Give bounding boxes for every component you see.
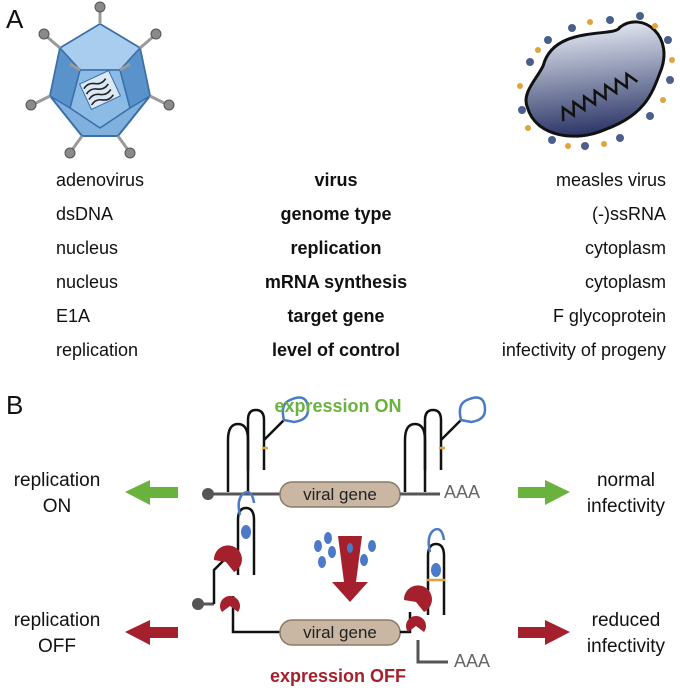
arrow-left-red xyxy=(125,620,178,645)
row-genome-left: dsDNA xyxy=(56,204,114,224)
row-genome-right: (-)ssRNA xyxy=(592,204,666,224)
row-mrna-left: nucleus xyxy=(56,272,119,292)
adenovirus-icon xyxy=(25,1,175,159)
row-replication-right: cytoplasm xyxy=(584,238,666,258)
normal-infectivity-label: normal infectivity xyxy=(572,468,680,520)
row-mrna-center: mRNA synthesis xyxy=(264,272,408,292)
replication-off-line1: replication xyxy=(13,610,101,631)
row-replication-center: replication xyxy=(290,238,382,258)
row-replication-left: nucleus xyxy=(56,238,119,258)
row-control-right: infectivity of progeny xyxy=(501,340,666,360)
row-control-center: level of control xyxy=(271,340,401,360)
reduced-infectivity-line1: reduced xyxy=(591,610,661,631)
row-target-center: target gene xyxy=(287,306,385,326)
riboswitch-icon xyxy=(226,396,310,492)
row-mrna-right: cytoplasm xyxy=(584,272,666,292)
expression-on-title: expression ON xyxy=(274,396,402,416)
replication-on-label: replication ON xyxy=(2,468,112,520)
polya-tail-on: AAA xyxy=(444,482,481,502)
panel-b-letter: B xyxy=(6,390,24,420)
reduced-infectivity-label: reduced infectivity xyxy=(572,608,680,660)
expression-off-title: expression OFF xyxy=(269,666,407,686)
arrow-right-green xyxy=(518,480,570,505)
reduced-infectivity-line2: infectivity xyxy=(586,636,666,657)
row-genome-center: genome type xyxy=(280,204,392,224)
off-construct xyxy=(192,490,448,664)
row-virus-right: measles virus xyxy=(555,170,666,190)
replication-on-line1: replication xyxy=(13,470,101,491)
row-virus-center: virus xyxy=(314,170,358,190)
replication-off-line2: OFF xyxy=(38,636,76,657)
replication-on-line2: ON xyxy=(42,496,72,517)
replication-off-label: replication OFF xyxy=(2,608,112,660)
normal-infectivity-line1: normal xyxy=(596,470,656,491)
normal-infectivity-line2: infectivity xyxy=(586,496,666,517)
riboswitch-icon xyxy=(403,396,487,492)
row-virus-left: adenovirus xyxy=(56,170,145,190)
arrow-left-green xyxy=(125,480,178,505)
polya-tail-off: AAA xyxy=(454,651,491,671)
ligand-dots-icon xyxy=(314,532,376,568)
row-target-left: E1A xyxy=(56,306,91,326)
row-target-right: F glycoprotein xyxy=(552,306,666,326)
measles-virus-icon xyxy=(517,12,675,150)
on-construct xyxy=(202,396,487,508)
panel-a-letter: A xyxy=(6,4,24,34)
arrow-right-red xyxy=(518,620,570,645)
viral-gene-off: viral gene xyxy=(303,623,377,642)
arrow-down-red xyxy=(332,536,368,602)
viral-gene-on: viral gene xyxy=(303,485,377,504)
row-control-left: replication xyxy=(56,340,139,360)
